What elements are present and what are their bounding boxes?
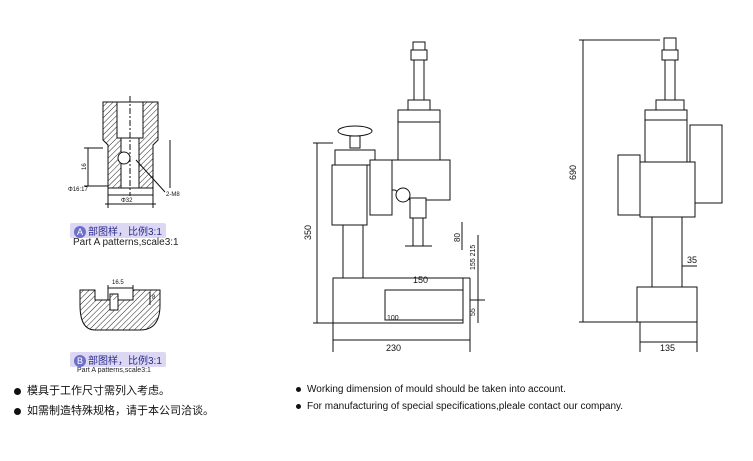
dim-100: 100 [387, 315, 399, 322]
side-view-machine [579, 37, 723, 352]
bullet-icon [296, 386, 301, 392]
part-a-drawing [84, 96, 171, 208]
dim-55: 55 [470, 308, 477, 316]
dim-155-215: 155 215 [470, 245, 477, 270]
dim-230: 230 [386, 343, 401, 353]
note-en-1: Working dimension of mould should be tak… [296, 384, 566, 395]
dim-part-b-height: 8 [152, 295, 156, 301]
note-cn-2-text: 如需制造特殊规格，请于本公司洽谈。 [27, 405, 214, 417]
note-cn-1-text: 模具于工作尺寸需列入考虑。 [27, 385, 170, 397]
bullet-icon [14, 407, 21, 415]
note-cn-2: 如需制造特殊规格，请于本公司洽谈。 [14, 402, 214, 418]
dim-part-a-thread: 2-M8 [166, 192, 180, 198]
dim-135: 135 [660, 343, 675, 353]
note-en-1-text: Working dimension of mould should be tak… [307, 384, 566, 395]
part-b-letter: B [74, 355, 86, 367]
dim-150: 150 [413, 275, 428, 285]
dim-part-a-phi-left: Φ16:17 [68, 187, 88, 193]
dim-80: 80 [453, 233, 462, 242]
part-b-drawing [79, 285, 161, 331]
dim-part-b-width: 16.5 [112, 280, 124, 286]
note-cn-1: 模具于工作尺寸需列入考虑。 [14, 382, 170, 398]
dim-part-a-height: 16 [82, 163, 88, 170]
part-b-caption: Part A patterns,scale3:1 [77, 367, 151, 374]
note-en-2: For manufacturing of special specificati… [296, 401, 623, 412]
note-en-2-text: For manufacturing of special specificati… [307, 401, 624, 412]
bullet-icon [14, 387, 21, 395]
part-a-caption: Part A patterns,scale3:1 [73, 237, 179, 248]
bullet-icon [296, 403, 301, 409]
dim-690: 690 [568, 165, 578, 180]
front-view-machine [313, 41, 485, 352]
dim-part-a-phi-bottom: Φ32 [121, 198, 133, 204]
part-a-letter: A [74, 226, 86, 238]
part-a-badge-text: 部图样，比例3:1 [88, 227, 162, 238]
dim-350: 350 [303, 225, 313, 240]
dim-35: 35 [687, 255, 697, 265]
part-b-badge-text: 部图样，比例3:1 [88, 356, 162, 367]
